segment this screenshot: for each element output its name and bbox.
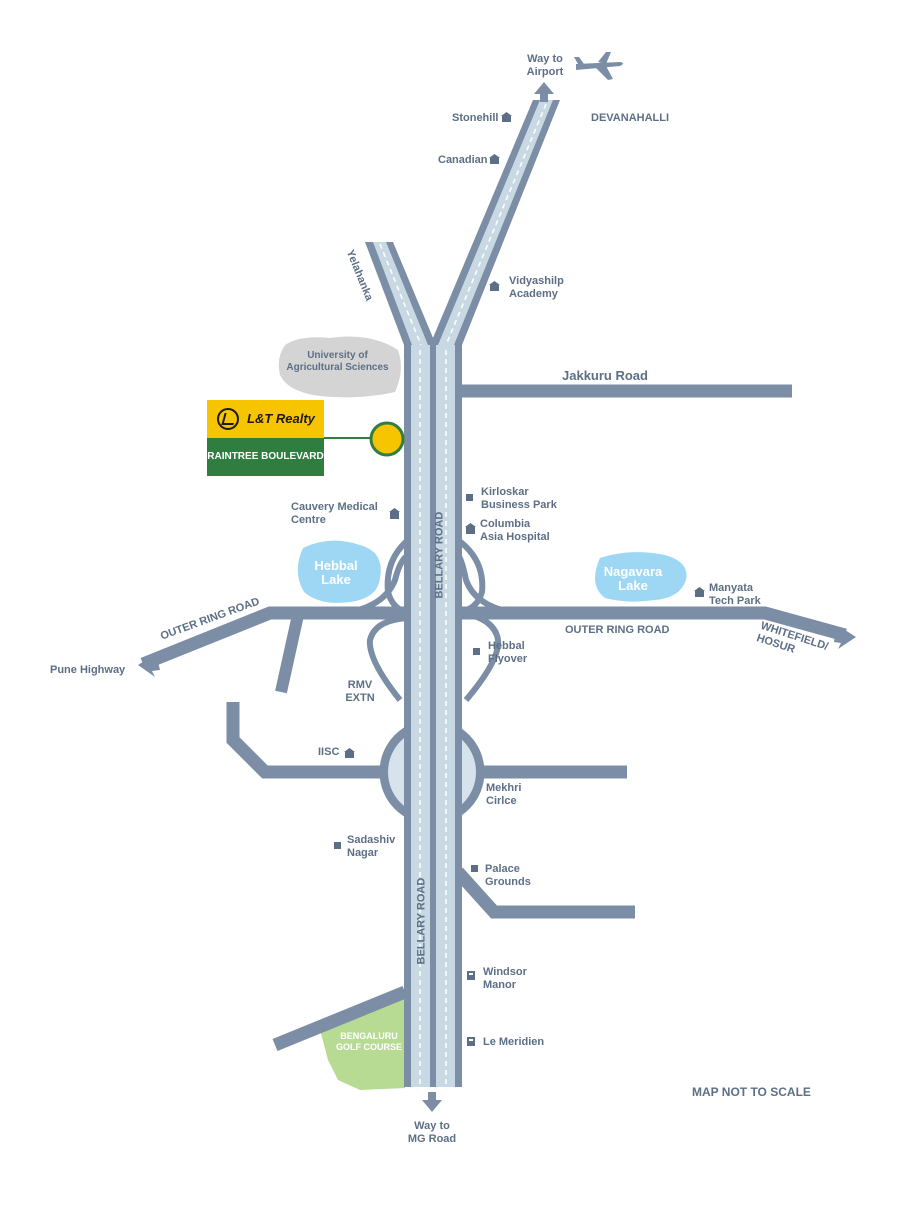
airplane-icon [574, 52, 623, 80]
yelahanka-branch [365, 242, 436, 346]
rmv-extn-label: RMV EXTN [345, 679, 375, 704]
golf-road [272, 985, 408, 1052]
jakkuru-road-label: Jakkuru Road [562, 368, 648, 383]
vidyashilp-label: Vidyashilp Academy [509, 275, 564, 300]
hebbal-lake-label: Hebbal Lake [314, 558, 358, 587]
building-icon [334, 842, 341, 849]
brand-project[interactable]: RAINTREE BOULEVARD [207, 438, 324, 476]
hebbal-flyover-label: Hebbal Flyover [488, 640, 528, 665]
columbia-label: Columbia Asia Hospital [480, 518, 550, 543]
site-marker[interactable] [369, 421, 405, 457]
lt-logo-icon [217, 408, 239, 430]
brand-company: L&T Realty [247, 411, 315, 426]
school-icon [489, 281, 500, 291]
building-icon [471, 865, 478, 872]
canadian-label: Canadian [438, 154, 488, 166]
hebbal-flyover-loops [349, 537, 511, 702]
hospital-icon [465, 523, 476, 534]
school-icon [694, 587, 705, 597]
university-area [278, 336, 401, 398]
way-to-airport-label: Way to Airport [526, 53, 564, 78]
hospital-icon [389, 508, 400, 519]
bellary-road-top-label: BELLARY ROAD [433, 511, 446, 599]
cauvery-label: Cauvery Medical Centre [291, 501, 378, 526]
devanahalli-label: DEVANAHALLI [591, 112, 670, 124]
bellary-road-bottom-label: BELLARY ROAD [415, 877, 428, 965]
arrow-icon [534, 82, 554, 102]
outer-ring-road-right-label: OUTER RING ROAD [565, 624, 670, 636]
pune-highway-label: Pune Highway [50, 664, 126, 676]
palace-grounds-road [453, 867, 635, 919]
kirloskar-label: Kirloskar Business Park [481, 486, 557, 511]
manyata-label: Manyata Tech Park [709, 582, 761, 607]
palace-label: Palace Grounds [485, 863, 531, 888]
school-icon [501, 112, 512, 122]
school-icon [489, 154, 500, 164]
arrow-icon [138, 656, 160, 677]
brand-banner[interactable]: L&T Realty [207, 400, 324, 438]
nagavara-lake-label: Nagavara Lake [603, 564, 663, 593]
nagavara-lake [595, 552, 687, 602]
not-to-scale-label: MAP NOT TO SCALE [692, 1085, 811, 1099]
sadashiv-label: Sadashiv Nagar [347, 834, 396, 859]
arrow-icon [834, 628, 856, 649]
iisc-label: IISC [318, 746, 340, 758]
school-icon [344, 748, 355, 758]
hotel-icon [467, 1037, 475, 1046]
outer-ring-road [140, 606, 847, 694]
building-icon [473, 648, 480, 655]
building-icon [466, 494, 473, 501]
windsor-label: Windsor Manor [483, 966, 527, 991]
bellary-road [404, 345, 462, 1087]
arrow-icon [422, 1092, 442, 1112]
hebbal-lake [297, 540, 381, 603]
airport-branch [430, 100, 560, 346]
mekhri-label: Mekhri Cirlce [486, 782, 522, 807]
golf-course-label: BENGALURU GOLF COURSE [335, 1031, 402, 1052]
stonehill-label: Stonehill [452, 112, 499, 124]
hotel-icon [467, 971, 475, 980]
way-to-mg-label: Way to MG Road [407, 1120, 457, 1145]
university-label: University of Agricultural Sciences [286, 350, 389, 373]
le-meridien-label: Le Meridien [483, 1036, 545, 1048]
